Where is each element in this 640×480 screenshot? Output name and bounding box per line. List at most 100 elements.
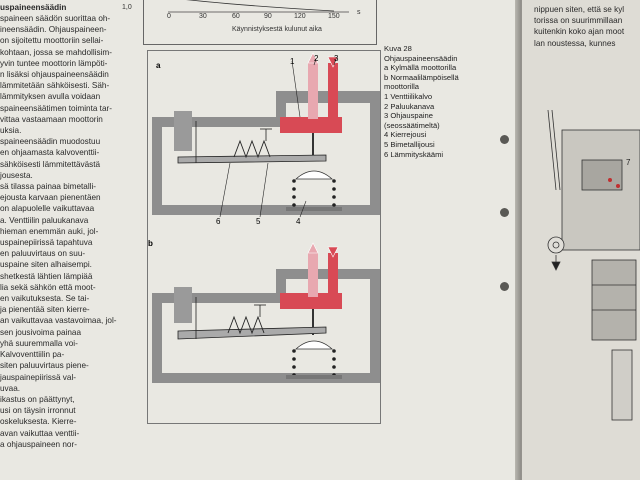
startup-chart: 1,0 0 30 60 90 120 150 s Käynnistyksestä… [122,0,377,45]
left-text-line: spaineen säädön suorittaa oh- [0,14,111,23]
housing-a [152,91,380,215]
caption-subtitle: Ohjauspaineensäädin [384,53,458,63]
left-text-line: yhä suuremmalla voi- [0,338,78,348]
left-text-line: shetkestä lähtien lämpiää [0,271,93,281]
right-text-line: lan noustessa, kunnes [534,38,616,48]
caption-line: 4 Kierrejousi [384,130,427,140]
bimetal-spring-a [177,154,327,164]
spring-dome-a [294,170,334,180]
left-text-line: avan vaikuttaa venttii- [0,428,80,438]
caption-line: a Kylmällä moottorilla [384,63,457,73]
left-text-line: en vaikutuksesta. Se tai- [0,294,90,304]
figure-label-b: b [148,239,153,248]
left-text-line: uspainepiirissä tapahtuva [0,238,93,248]
left-text-line: a ohjauspaineen nor- [0,439,77,449]
left-text-line: yvin tuntee moottorin lämpöti- [0,58,108,68]
left-text-line: oskeluksesta. Kierre- [0,417,77,427]
left-text-line: lämmityksen avulla voidaan [0,92,101,102]
diagram-b [152,242,380,383]
chart-plot [168,0,349,13]
diaphragm-seat-a [280,117,342,133]
callout-6: 6 [216,217,221,226]
spring-base-b [286,375,342,379]
chart-y-tick: 1,0 [122,4,132,11]
left-text-line: spaineensäädin muodostuu [0,137,101,147]
left-text-line: uspaine siten alhaisempi. [0,260,92,270]
right-text-line: kuitenkin koko ajan moot [534,27,625,37]
chart-x-tick-0: 0 [167,13,171,20]
caption-line: b Normaalilämpöisellä [384,72,459,82]
binder-hole-2 [500,208,509,217]
chart-curve [186,0,335,12]
left-text-line: usi on täysin irronnut [0,406,76,416]
caption-line: 2 Paluukanava [384,101,435,111]
left-text-line: uvaa. [0,383,21,393]
binder-hole-3 [500,282,509,291]
binder-hole-1 [500,135,509,144]
spring-dome-b [294,340,334,350]
arrow-down-a [327,56,339,68]
coil-spring-b [292,349,336,377]
left-text-line: n lisäksi ohjauspaineensäädin [0,70,109,80]
left-text-line: sä tilassa painaa bimetalli- [0,182,97,192]
control-pressure-channel-b [328,253,338,297]
callout-2: 2 [314,54,319,63]
right-text-line: nippuen siten, että se kyl [534,5,625,14]
housing-b [152,269,380,383]
left-text-line: an vaikuttavaa vastavoimaa, jol- [0,316,117,326]
left-text-line: on alapuolelle vaikuttavaa [0,204,95,214]
caption-line: 3 Ohjauspaine [384,111,433,121]
left-text-line: lämmitetään sähköisesti. Säh- [0,81,110,91]
chart-x-unit: s [357,9,361,16]
heating-coil-a [233,139,271,159]
left-text-lines: spaineen säädön suorittaa oh-ineensäädin… [0,13,117,450]
caption-line: 1 Venttiilikalvo [384,91,433,101]
figure-caption: Kuva 28 Ohjauspaineensäädin a Kylmällä m… [384,44,459,159]
left-text-line: sen jousivoima painaa [0,327,82,337]
heating-coil-b [227,315,265,335]
housing-b-inner-block [174,287,192,323]
left-text-line: lia sekä sähkön että moot- [0,282,96,292]
caption-line: (seossäätimeltä) [384,120,440,130]
fitting-circle [547,236,565,254]
engine-illustration [547,109,640,421]
left-text-line: siten paluuvirtaus piene- [0,361,89,371]
caption-title: Kuva 28 [384,44,412,53]
left-text-line: a. Venttiilin paluukanava [0,215,89,225]
figure-label-a: a [156,61,161,70]
diaphragm-seat-b [280,293,342,309]
control-pressure-channel-a [328,63,338,119]
book-page-left: uspaineensäädin spaineen säädön suoritta… [0,0,520,480]
left-text-line: uksia. [0,126,22,136]
left-text-line: en ohjaamasta kalvoventtii- [0,148,100,158]
callout-3: 3 [334,54,339,63]
arrow-up-b [307,242,319,254]
left-text-line: en paluuvirtaus on suu- [0,249,86,259]
return-channel-b [308,253,318,297]
left-text-line: ineensäädin. Ohjauspaineen- [0,25,107,35]
caption-line: moottorilla [384,82,420,92]
left-text-line: hieman enemmän auki, jol- [0,226,99,236]
left-text-line: kohtaan, jossa se mahdollisim- [0,47,112,57]
chart-x-tick-150: 150 [328,13,340,20]
chart-x-tick-90: 90 [264,13,272,20]
return-channel-a [308,63,318,119]
regulator-diagram [152,52,380,383]
left-text-line: vittaa vastaamaan moottorin [0,114,103,124]
callout-5: 5 [256,217,261,226]
caption-line: 5 Bimetallijousi [384,139,435,149]
left-text-line: jousesta. [0,170,33,180]
callout-1: 1 [290,57,295,66]
coil-spring-a [292,179,336,207]
diagram-a [152,52,380,218]
housing-a-inner-block [174,111,192,151]
chart-x-label: Käynnistyksestä kulunut aika [232,26,322,33]
left-text-line: sähköisesti lämmitettävästä [0,159,101,169]
caption-line: 6 Lämmityskäämi [384,149,444,159]
chart-x-tick-60: 60 [232,13,240,20]
left-text-line: ja pienentää siten kierre- [0,305,90,315]
section-heading: uspaineensäädin [0,3,67,12]
